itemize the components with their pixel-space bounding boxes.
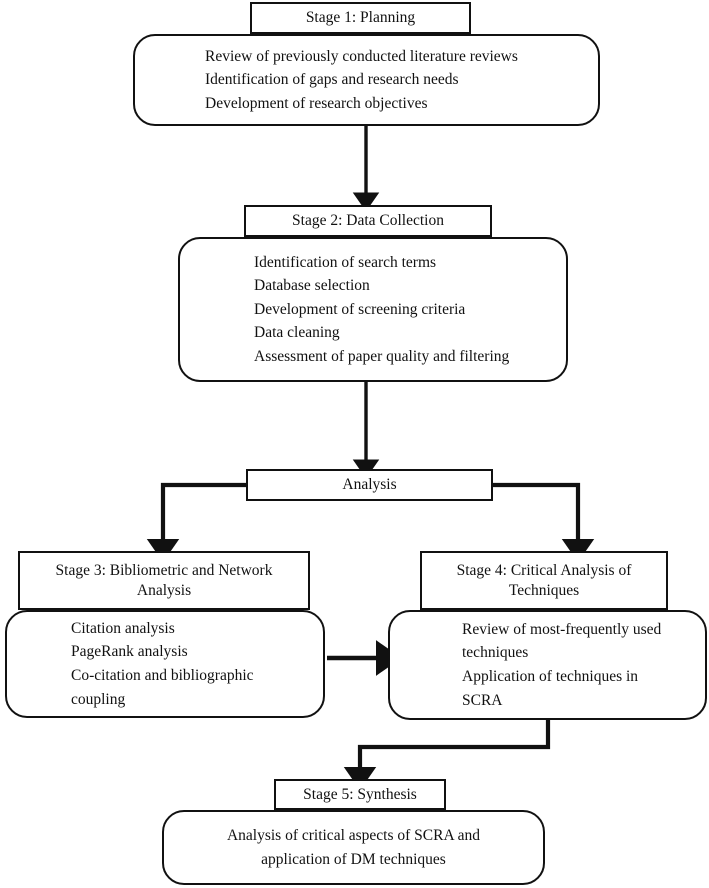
stage-2-header-label: Stage 2: Data Collection [292,212,444,230]
stage-3-line-4: coupling [71,690,126,708]
stage-4-line-2: techniques [462,644,529,662]
stage-3-body: Citation analysis PageRank analysis Co-c… [5,610,325,718]
stage-1-line-3: Development of research objectives [205,94,428,112]
stage-5-body: Analysis of critical aspects of SCRA and… [162,810,545,885]
stage-4-header: Stage 4: Critical Analysis of Techniques [420,551,668,610]
stage-2-body-text: Identification of search terms Database … [180,251,566,369]
arrow-analysis-to-stage3 [146,482,248,563]
stage-2-body: Identification of search terms Database … [178,237,568,382]
stage-3-header: Stage 3: Bibliometric and Network Analys… [18,551,310,610]
stage-4-line-4: SCRA [462,691,503,709]
stage-5-header: Stage 5: Synthesis [274,779,446,810]
stage-4-body: Review of most-frequently used technique… [388,610,707,720]
stage-5-line-1: Analysis of critical aspects of SCRA and [226,826,481,844]
stage-1-header-label: Stage 1: Planning [305,9,416,27]
analysis-label: Analysis [342,476,397,494]
stage-1-body: Review of previously conducted literatur… [133,34,600,126]
stage-4-line-1: Review of most-frequently used [462,620,662,638]
stage-2-line-2: Database selection [254,277,370,295]
stage-5-line-2: application of DM techniques [261,850,446,868]
stage-2-line-4: Data cleaning [254,324,340,342]
stage-4-body-text: Review of most-frequently used technique… [390,618,705,712]
analysis-box: Analysis [246,469,493,501]
stage-3-line-2: PageRank analysis [71,643,188,661]
stage-3-line-1: Citation analysis [71,619,175,637]
stage-5-body-text: Analysis of critical aspects of SCRA and… [164,824,543,871]
stage-3-line-3: Co-citation and bibliographic [71,667,254,684]
stage-1-line-1: Review of previously conducted literatur… [205,47,518,65]
arrow-analysis-to-stage4 [491,482,595,563]
stage-1-header: Stage 1: Planning [250,2,471,34]
stage-2-line-5: Assessment of paper quality and filterin… [254,347,510,365]
stage-3-body-text: Citation analysis PageRank analysis Co-c… [7,617,323,711]
stage-4-header-label: Stage 4: Critical Analysis of Techniques [456,561,632,599]
stage-3-header-label: Stage 3: Bibliometric and Network Analys… [55,561,273,599]
stage-1-line-2: Identification of gaps and research need… [205,71,459,89]
stage-2-header: Stage 2: Data Collection [244,205,492,237]
stage-4-line-3: Application of techniques in [462,668,639,685]
stage-2-line-3: Development of screening criteria [254,300,466,318]
stage-1-body-text: Review of previously conducted literatur… [135,45,598,116]
stage-2-line-1: Identification of search terms [254,253,437,271]
arrow-stage4-to-stage5 [343,720,551,791]
stage-5-header-label: Stage 5: Synthesis [303,785,417,803]
